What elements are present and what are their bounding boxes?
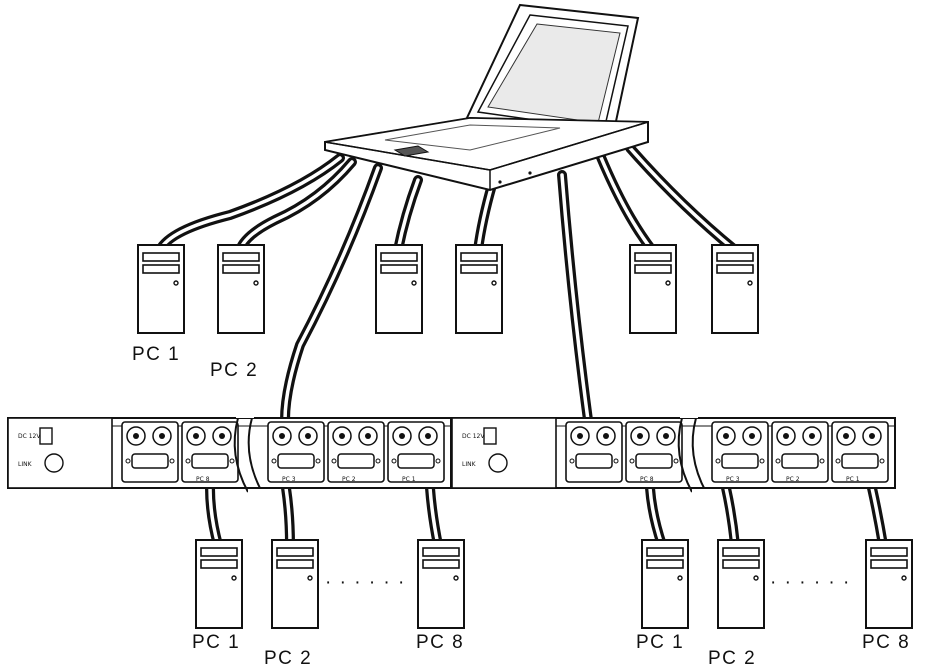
- ellipsis-dots: · · · · · ·: [770, 572, 851, 593]
- pc-port-icon: [387, 421, 445, 483]
- laptop-console-icon: [324, 3, 649, 192]
- desktop-pc-icon: [217, 244, 265, 334]
- pc-port-icon: [625, 421, 683, 483]
- port-label: PC 1: [846, 476, 860, 483]
- pc-8-label: PC 8: [416, 632, 464, 653]
- port-label: PC 3: [282, 476, 296, 483]
- pc-2-label: PC 2: [264, 648, 312, 668]
- kvm-switch-b: DC 12V LINK PC 8 PC 3 PC 2 PC 1: [451, 410, 896, 497]
- power-jack-icon: [39, 427, 53, 445]
- desktop-pc-icon: [865, 539, 913, 629]
- port-label: PC 8: [196, 476, 210, 483]
- pc-8-label: PC 8: [862, 632, 910, 653]
- port-label: PC 3: [726, 476, 740, 483]
- pc-1-label: PC 1: [192, 632, 240, 653]
- pc-port-icon: [267, 421, 325, 483]
- pc-2-label: PC 2: [708, 648, 756, 668]
- desktop-pc-icon: [195, 539, 243, 629]
- kvm-switch-a: DC 12V LINK PC 8 PC 3 PC 2 PC 1: [7, 410, 452, 497]
- desktop-pc-icon: [717, 539, 765, 629]
- pc-port-icon: [831, 421, 889, 483]
- desktop-pc-icon: [375, 244, 423, 334]
- link-port-icon: [44, 453, 64, 473]
- power-label: DC 12V: [462, 433, 485, 440]
- power-jack-icon: [483, 427, 497, 445]
- link-label: LINK: [18, 461, 33, 468]
- pc-2-label: PC 2: [210, 360, 258, 381]
- pc-port-icon: [711, 421, 769, 483]
- power-label: DC 12V: [18, 433, 41, 440]
- desktop-pc-icon: [629, 244, 677, 334]
- desktop-pc-icon: [641, 539, 689, 629]
- console-port-icon: [565, 421, 623, 483]
- port-label: PC 2: [342, 476, 356, 483]
- pc-port-icon: [771, 421, 829, 483]
- desktop-pc-icon: [417, 539, 465, 629]
- pc-port-icon: [327, 421, 385, 483]
- link-label: LINK: [462, 461, 477, 468]
- pc-port-icon: [181, 421, 239, 483]
- desktop-pc-icon: [137, 244, 185, 334]
- ellipsis-dots: · · · · · ·: [325, 572, 406, 593]
- port-label: PC 2: [786, 476, 800, 483]
- desktop-pc-icon: [271, 539, 319, 629]
- top-pc-row: [137, 244, 759, 334]
- console-port-icon: [121, 421, 179, 483]
- desktop-pc-icon: [455, 244, 503, 334]
- port-label: PC 8: [640, 476, 654, 483]
- port-label: PC 1: [402, 476, 416, 483]
- pc-1-label: PC 1: [636, 632, 684, 653]
- link-port-icon: [488, 453, 508, 473]
- desktop-pc-icon: [711, 244, 759, 334]
- pc-1-label: PC 1: [132, 344, 180, 365]
